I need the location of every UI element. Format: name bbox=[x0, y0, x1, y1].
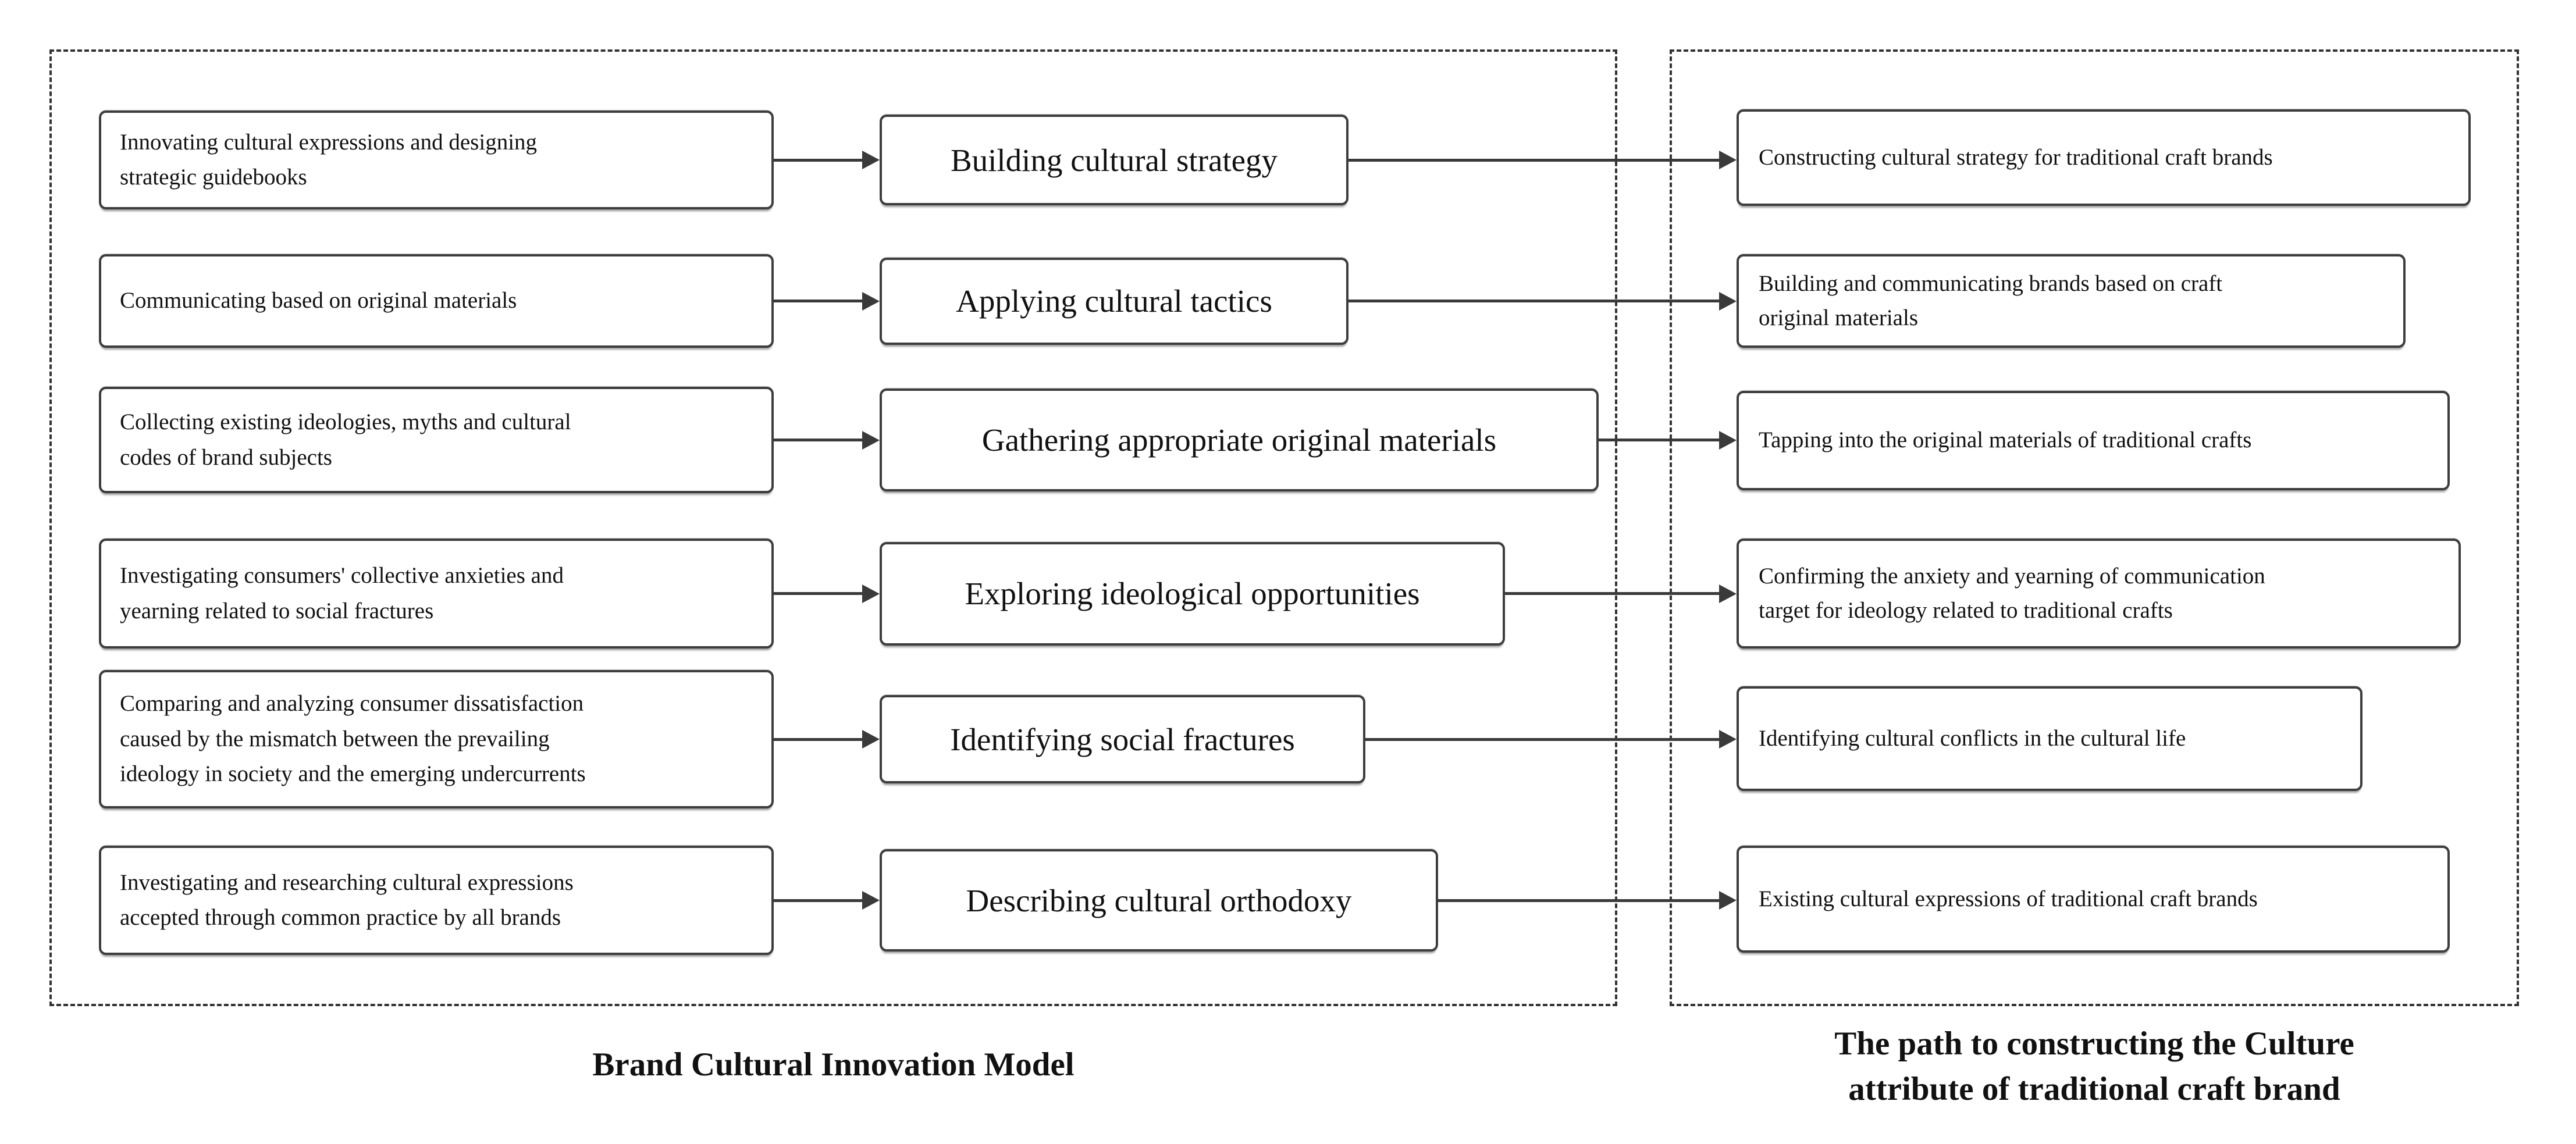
arrow-head-icon bbox=[862, 891, 880, 910]
input-box: Investigating and researching cultural e… bbox=[99, 846, 774, 955]
outcome-box: Tapping into the original materials of t… bbox=[1737, 391, 2450, 490]
stage-box: Identifying social fractures bbox=[880, 695, 1365, 783]
stage-box: Describing cultural orthodoxy bbox=[880, 849, 1438, 951]
input-box: Communicating based on original material… bbox=[99, 254, 774, 348]
stage-box: Applying cultural tactics bbox=[880, 257, 1349, 345]
flow-row-6: Investigating and researching cultural e… bbox=[99, 846, 1737, 955]
arrow-shaft bbox=[774, 158, 862, 162]
arrow-shaft bbox=[1599, 439, 1719, 441]
outcome-box: Existing cultural expressions of traditi… bbox=[1737, 846, 2450, 953]
flow-row-2: Communicating based on original material… bbox=[99, 254, 1737, 348]
arrow-connector bbox=[774, 254, 880, 348]
traditional-craft-path-panel bbox=[1670, 49, 2519, 1006]
flow-row-4: Investigating consumers' collective anxi… bbox=[99, 539, 1737, 648]
arrow-connector bbox=[1505, 539, 1737, 648]
arrow-connector bbox=[1349, 111, 1737, 209]
stage-box: Exploring ideological opportunities bbox=[880, 541, 1505, 646]
left-panel-title: Brand Cultural Innovation Model bbox=[592, 1046, 1074, 1083]
arrow-head-icon bbox=[862, 291, 880, 311]
arrow-connector bbox=[774, 387, 880, 493]
arrow-connector bbox=[774, 111, 880, 209]
arrow-connector bbox=[1438, 846, 1737, 955]
arrow-head-icon bbox=[1719, 430, 1737, 450]
flow-row-3: Collecting existing ideologies, myths an… bbox=[99, 387, 1737, 493]
arrow-head-icon bbox=[862, 584, 880, 603]
arrow-shaft bbox=[1349, 158, 1719, 162]
arrow-head-icon bbox=[1719, 730, 1737, 749]
arrow-shaft bbox=[774, 737, 862, 741]
arrow-connector bbox=[774, 846, 880, 955]
arrow-head-icon bbox=[1719, 584, 1737, 603]
arrow-shaft bbox=[1365, 737, 1719, 741]
outcome-box: Confirming the anxiety and yearning of c… bbox=[1737, 539, 2461, 648]
brand-cultural-innovation-panel bbox=[49, 49, 1617, 1006]
arrow-shaft bbox=[774, 592, 862, 595]
stage-box: Building cultural strategy bbox=[880, 115, 1349, 205]
outcome-box: Constructing cultural strategy for tradi… bbox=[1737, 109, 2471, 206]
arrow-shaft bbox=[1349, 300, 1719, 302]
right-panel-title: The path to constructing the Culture att… bbox=[1834, 1025, 2354, 1108]
outcome-box: Identifying cultural conflicts in the cu… bbox=[1737, 686, 2362, 791]
outcome-box: Building and communicating brands based … bbox=[1737, 254, 2406, 348]
flow-row-5: Comparing and analyzing consumer dissati… bbox=[99, 670, 1737, 808]
flow-row-1: Innovating cultural expressions and desi… bbox=[99, 111, 1737, 209]
arrow-head-icon bbox=[1719, 291, 1737, 311]
arrow-connector bbox=[1599, 387, 1737, 493]
arrow-head-icon bbox=[862, 730, 880, 749]
arrow-head-icon bbox=[1719, 151, 1737, 169]
input-box: Innovating cultural expressions and desi… bbox=[99, 111, 774, 209]
arrow-connector bbox=[1365, 670, 1737, 808]
arrow-connector bbox=[774, 670, 880, 808]
arrow-shaft bbox=[1438, 899, 1719, 902]
arrow-shaft bbox=[774, 899, 862, 902]
arrow-shaft bbox=[774, 439, 862, 441]
arrow-shaft bbox=[1505, 592, 1719, 595]
stage-box: Gathering appropriate original materials bbox=[880, 389, 1599, 491]
arrow-head-icon bbox=[862, 430, 880, 450]
input-box: Investigating consumers' collective anxi… bbox=[99, 539, 774, 648]
input-box: Comparing and analyzing consumer dissati… bbox=[99, 670, 774, 808]
arrow-connector bbox=[774, 539, 880, 648]
arrow-connector bbox=[1349, 254, 1737, 348]
arrow-head-icon bbox=[862, 151, 880, 169]
input-box: Collecting existing ideologies, myths an… bbox=[99, 387, 774, 493]
arrow-head-icon bbox=[1719, 891, 1737, 910]
arrow-shaft bbox=[774, 300, 862, 302]
